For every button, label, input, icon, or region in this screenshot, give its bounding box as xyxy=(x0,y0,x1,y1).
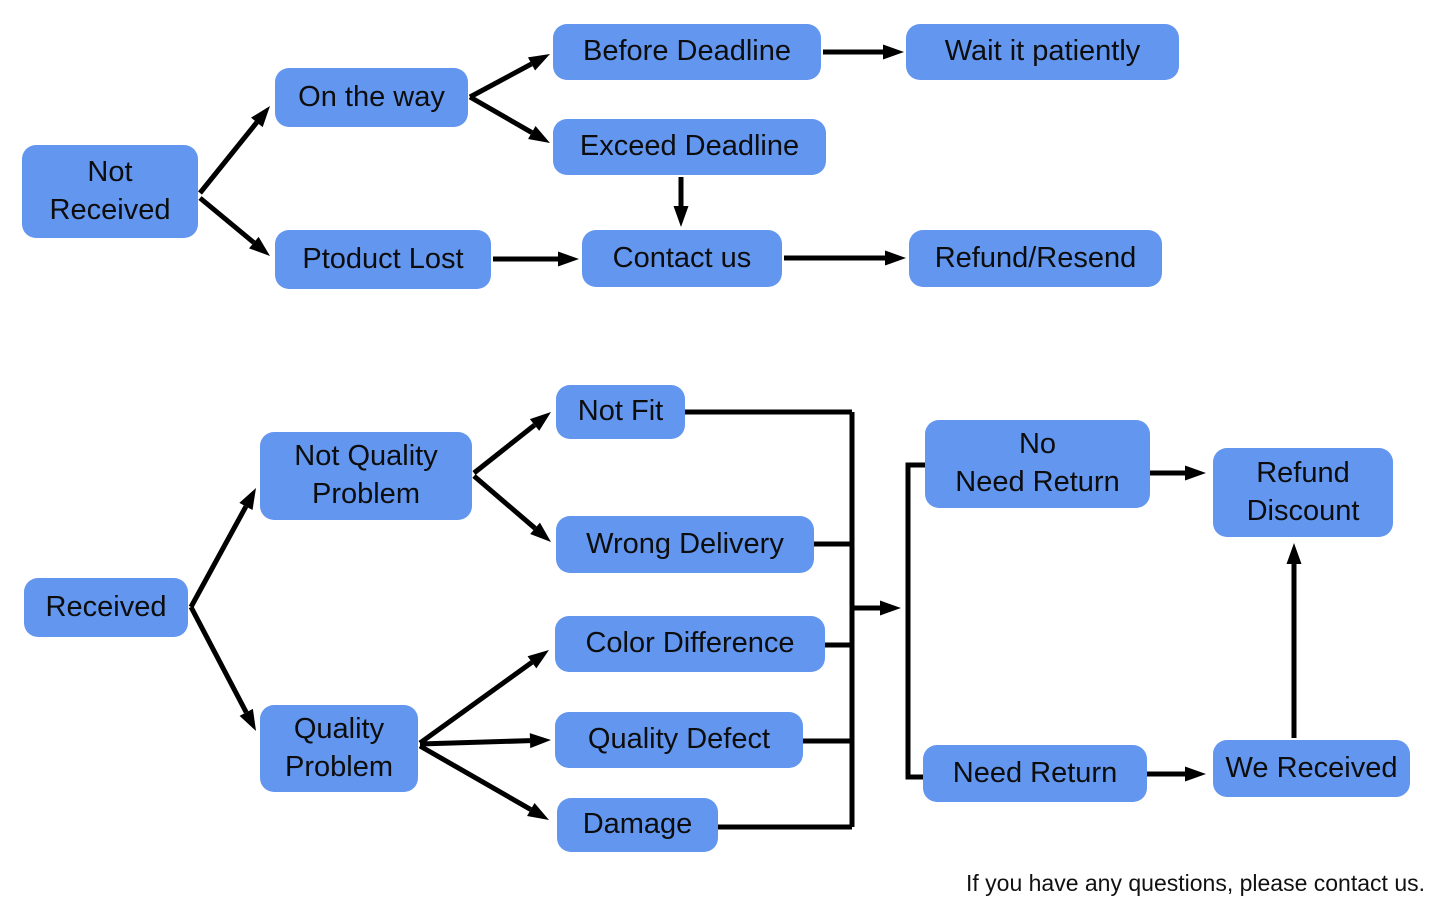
node-before-deadline: Before Deadline xyxy=(553,24,821,80)
node-label: Ptoduct Lost xyxy=(302,242,464,275)
edge-quality-problem-to-quality-defect xyxy=(419,738,531,747)
node-refund-resend: Refund/Resend xyxy=(909,230,1162,287)
node-not-fit: Not Fit xyxy=(556,385,685,439)
node-color-difference: Color Difference xyxy=(555,616,825,672)
edge-not-quality-problem-to-wrong-delivery xyxy=(472,474,537,531)
arrowhead-icon xyxy=(883,44,904,60)
node-label: We Received xyxy=(1225,751,1398,784)
node-exceed-deadline: Exceed Deadline xyxy=(553,119,826,175)
arrowhead-icon xyxy=(885,250,906,266)
arrowhead-icon xyxy=(527,803,549,820)
edge-received-to-quality-problem xyxy=(188,605,249,714)
node-quality-defect: Quality Defect xyxy=(555,712,803,768)
node-label: Need Return xyxy=(952,756,1118,789)
edge-on-the-way-to-before-deadline xyxy=(468,61,533,100)
arrowhead-icon xyxy=(1185,465,1206,481)
node-label: Damage xyxy=(582,808,693,841)
node-wrong-delivery: Wrong Delivery xyxy=(556,516,814,573)
node-label: Color Difference xyxy=(585,627,795,660)
node-label: Exceed Deadline xyxy=(579,130,800,163)
edge-quality-problem-to-damage xyxy=(418,743,533,812)
arrowhead-icon xyxy=(239,708,256,731)
footer-note: If you have any questions, please contac… xyxy=(965,870,1425,896)
arrowhead-icon xyxy=(1286,543,1302,564)
node-label: Before Deadline xyxy=(583,35,791,68)
node-label: Wait it patiently xyxy=(944,35,1141,68)
arrowhead-icon xyxy=(527,650,549,669)
edge-quality-problem-to-color-difference xyxy=(418,660,534,746)
node-label: On the way xyxy=(298,80,445,113)
node-on-the-way: On the way xyxy=(275,68,468,127)
arrowhead-icon xyxy=(527,54,550,71)
arrowhead-icon xyxy=(558,251,579,267)
node-label: Wrong Delivery xyxy=(586,527,784,560)
edge-not-received-to-on-the-way xyxy=(198,120,259,195)
arrowhead-icon xyxy=(530,522,551,542)
arrowhead-icon xyxy=(880,600,901,616)
node-wait-it-patiently: Wait it patiently xyxy=(906,24,1179,80)
arrowhead-icon xyxy=(529,733,551,749)
node-label: Refund/Resend xyxy=(934,241,1137,274)
arrowhead-icon xyxy=(1185,766,1206,782)
arrowhead-icon xyxy=(673,206,689,227)
node-label: Quality Defect xyxy=(587,723,771,756)
node-contact-us: Contact us xyxy=(582,230,782,287)
node-need-return: Need Return xyxy=(923,745,1147,802)
edge-not-received-to-ptoduct-lost xyxy=(198,196,256,245)
arrowhead-icon xyxy=(239,488,256,511)
edge-on-the-way-to-exceed-deadline xyxy=(468,94,534,135)
edge-received-to-not-quality-problem xyxy=(188,505,249,609)
node-ptoduct-lost: Ptoduct Lost xyxy=(275,230,491,289)
node-label: Not Fit xyxy=(577,395,664,428)
edge-junction-branch-to-return-options xyxy=(905,462,925,780)
arrowhead-icon xyxy=(249,236,270,256)
arrowhead-icon xyxy=(250,106,270,128)
node-label: Received xyxy=(45,590,167,623)
node-received: Received xyxy=(24,578,188,637)
arrowhead-icon xyxy=(529,412,551,431)
node-damage: Damage xyxy=(557,798,718,852)
node-we-received: We Received xyxy=(1213,740,1410,797)
edge-not-quality-problem-to-not-fit xyxy=(472,423,537,475)
node-label: Contact us xyxy=(612,241,752,274)
arrowhead-icon xyxy=(528,126,550,143)
